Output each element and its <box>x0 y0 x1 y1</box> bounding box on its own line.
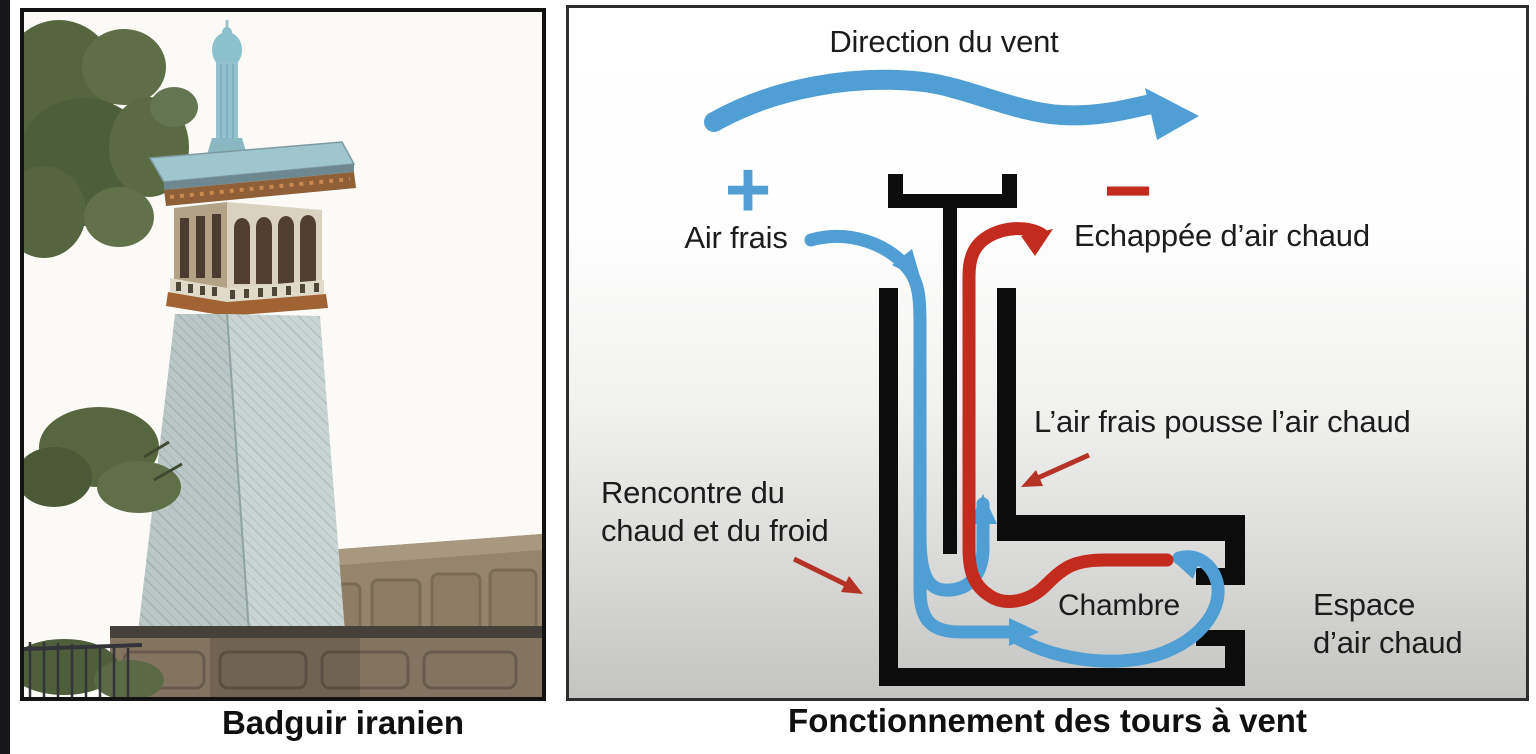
right-figure-caption: Fonctionnement des tours à vent <box>788 702 1307 739</box>
plus-sign: + <box>724 145 772 234</box>
tower-head <box>174 202 322 296</box>
chamber-ceiling <box>1016 515 1245 541</box>
cool-air-up-branch-path <box>913 497 990 597</box>
tower-bands <box>166 278 328 316</box>
wind-tower-diagram-panel: Direction du vent + − Air frais Echappée… <box>566 5 1529 701</box>
badgir-photo-illustration <box>1 12 542 700</box>
badgir-photo <box>1 8 546 701</box>
stone-base <box>110 626 542 697</box>
wind-tower-diagram <box>704 69 1245 686</box>
cool-air-label: Air frais <box>684 220 788 255</box>
meeting-label: Rencontre du chaud et du froid <box>601 474 829 550</box>
tower-left-wall <box>879 288 898 686</box>
tower-roof-edge <box>164 164 354 190</box>
tower-shaft <box>138 313 345 633</box>
cool-air-arrowheads <box>892 249 1201 646</box>
cap-crossbar <box>888 194 1017 208</box>
hot-space-label-line1: Espace <box>1313 587 1416 622</box>
meeting-annotation-arrow <box>792 556 855 591</box>
hot-space-label: Espace d’air chaud <box>1313 586 1463 662</box>
wind-tower <box>138 20 356 633</box>
wind-wave-arrow <box>704 69 1161 132</box>
push-annotation-arrow <box>1029 452 1091 484</box>
fence <box>9 639 164 700</box>
hot-space-label-line2: d’air chaud <box>1313 625 1463 660</box>
wind-direction-label: Direction du vent <box>829 24 1059 59</box>
screen-edge-strip <box>0 0 10 754</box>
push-label: L’air frais pousse l’air chaud <box>1034 404 1411 439</box>
chamber-right-wall-upper <box>1225 515 1245 568</box>
cool-air-descent-path <box>804 230 1028 639</box>
hot-air-escape-label: Echappée d’air chaud <box>1074 218 1370 253</box>
chamber-floor <box>879 668 1245 686</box>
tree-branch-mid <box>16 407 183 513</box>
chamber-label: Chambre <box>1058 589 1180 622</box>
tower-right-wall <box>997 288 1016 541</box>
meeting-label-line2: chaud et du froid <box>601 513 829 548</box>
cool-air-flow <box>804 230 1225 668</box>
tower-divider <box>943 206 957 554</box>
chamber-right-wall-lower <box>1225 630 1245 672</box>
hot-air-exit-arrowhead <box>1021 229 1053 256</box>
meeting-label-line1: Rencontre du <box>601 475 785 510</box>
tower-structure <box>879 174 1245 686</box>
hot-air-flow-path <box>962 222 1174 608</box>
minus-sign: − <box>1103 143 1153 237</box>
cool-air-loop-path <box>1010 550 1225 668</box>
left-figure-caption: Badguir iranien <box>221 704 465 741</box>
wind-wave-arrowhead <box>1145 88 1199 140</box>
annotation-arrows <box>792 452 1091 594</box>
